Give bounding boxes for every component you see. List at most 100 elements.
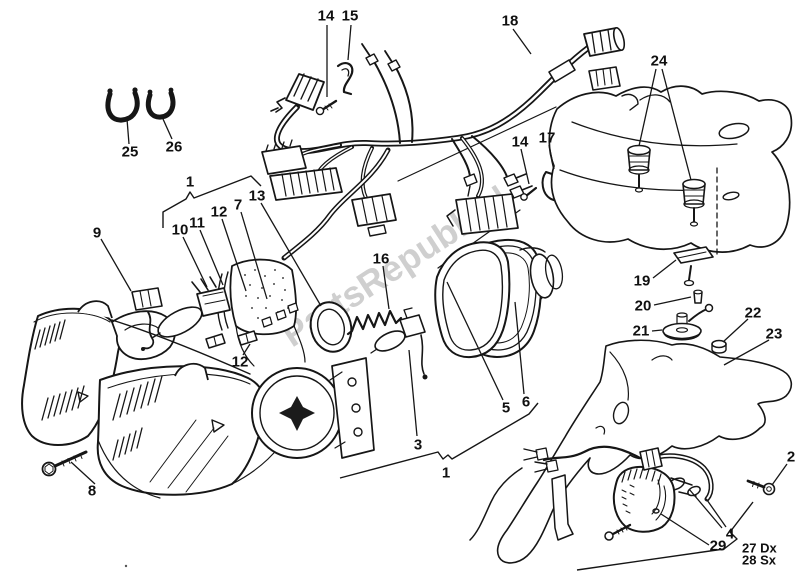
turn-signal-assembly <box>523 445 714 533</box>
screw-14-left <box>315 99 338 116</box>
part-callout-1: 1 <box>186 174 194 191</box>
leader-line-11 <box>199 229 224 286</box>
headlight-lens-unit <box>434 238 564 359</box>
turn-signal-wire-terminals <box>523 447 559 473</box>
part-callout-17: 17 <box>539 130 556 147</box>
leader-line-2 <box>771 463 788 486</box>
ignition-block <box>588 66 639 111</box>
part-callout-24: 24 <box>651 53 668 70</box>
leader-line-24 <box>661 68 692 181</box>
leader-line-25 <box>126 118 130 145</box>
part-callout-11: 11 <box>189 215 205 232</box>
part-callout-13: 13 <box>249 188 266 205</box>
group-bracket-1-top <box>162 175 262 228</box>
part-callout-4: 4 <box>726 526 735 543</box>
rubber-mount-24-b <box>682 178 706 227</box>
bulb-socket-9 <box>131 287 163 351</box>
leader-line-23 <box>723 339 770 366</box>
spring-16 <box>346 309 403 336</box>
part-callout-6: 6 <box>522 394 530 411</box>
part-callout-8: 8 <box>88 483 96 500</box>
part-callout-20: 20 <box>635 298 652 315</box>
gasket-5 <box>434 241 511 359</box>
part-callout-18: 18 <box>502 13 519 30</box>
part-callout-3: 3 <box>414 437 422 454</box>
part-callout-14: 14 <box>512 134 529 151</box>
group-label-28-sx: 28 Sx <box>742 553 777 568</box>
leader-line-10 <box>182 236 208 288</box>
clamp-15 <box>336 62 354 96</box>
leader-line-4 <box>706 499 727 528</box>
c-clip-26 <box>145 87 176 120</box>
part-callout-25: 25 <box>122 144 139 161</box>
part-callout-7: 7 <box>234 197 242 214</box>
bolt-8 <box>41 450 88 477</box>
ribbed-connector <box>446 193 519 235</box>
c-clip-25 <box>105 87 140 123</box>
fairing-duct <box>111 310 176 360</box>
leader-line-6 <box>514 301 525 395</box>
bullet-terminals <box>361 43 533 199</box>
multipin-connector-b <box>269 167 343 201</box>
leader-line-17 <box>548 144 555 170</box>
leader-line-12 <box>242 343 251 356</box>
adjuster-screws-12 <box>205 302 299 349</box>
dashboard-bracket <box>548 66 793 255</box>
multipin-connector-a <box>261 139 307 175</box>
part-callout-14: 14 <box>318 8 335 25</box>
leader-line-29 <box>660 513 710 546</box>
part-callout-16: 16 <box>373 251 390 268</box>
part-callout-12: 12 <box>211 204 228 221</box>
projector-body <box>251 357 375 459</box>
leader-line-13 <box>260 202 322 307</box>
cable-18-connector <box>548 27 626 83</box>
group-label-27-dx: 27 Dx <box>742 541 777 556</box>
part-callout-10: 10 <box>172 222 189 239</box>
part-callout-22: 22 <box>745 305 762 322</box>
part-callout-12: 12 <box>232 354 249 371</box>
screw-2 <box>746 479 776 496</box>
part-callout-19: 19 <box>634 273 651 290</box>
turn-signal-grommet <box>639 447 663 471</box>
group-bracket-27-28 <box>576 501 754 571</box>
wiring-harness-drawing <box>261 43 591 261</box>
leader-line-18 <box>512 28 532 55</box>
round-connector <box>270 73 325 113</box>
part-callout-29: 29 <box>710 538 727 555</box>
leader-line-3 <box>408 349 418 437</box>
leader-line-16 <box>382 265 390 310</box>
part-callout-23: 23 <box>766 326 783 343</box>
four-pin-connector <box>351 193 397 237</box>
retaining-ring-13 <box>309 301 353 353</box>
leader-line-7 <box>240 211 268 300</box>
part-callout-2: 2 <box>787 449 795 466</box>
part-callout-21: 21 <box>633 323 650 340</box>
plate-19 <box>673 246 714 287</box>
h4-bulb <box>151 276 231 339</box>
leader-line-4 <box>688 488 723 529</box>
headlight-fairing-unit <box>21 300 291 499</box>
part-callout-5: 5 <box>502 400 510 417</box>
turn-signal-lens <box>612 465 676 533</box>
leader-line-14 <box>520 148 530 185</box>
cup-washer-21 <box>662 303 714 341</box>
scan-artifact-dot <box>124 564 128 568</box>
leader-line-9 <box>100 238 132 292</box>
leader-line-24 <box>638 68 657 147</box>
leader-line-12 <box>221 218 247 292</box>
nut-22 <box>711 339 727 354</box>
leader-line-20 <box>653 296 692 306</box>
leader-line-26 <box>162 118 173 140</box>
screw-29 <box>604 523 632 541</box>
part-callout-26: 26 <box>166 139 183 156</box>
screw-14-right <box>520 186 538 201</box>
group-bracket-1-bottom <box>339 402 539 479</box>
rubber-mount-24-a <box>627 144 651 193</box>
leader-line-15 <box>347 24 352 61</box>
stud-20 <box>693 289 703 304</box>
leader-line-5 <box>446 281 504 401</box>
leader-line-21 <box>651 329 663 332</box>
